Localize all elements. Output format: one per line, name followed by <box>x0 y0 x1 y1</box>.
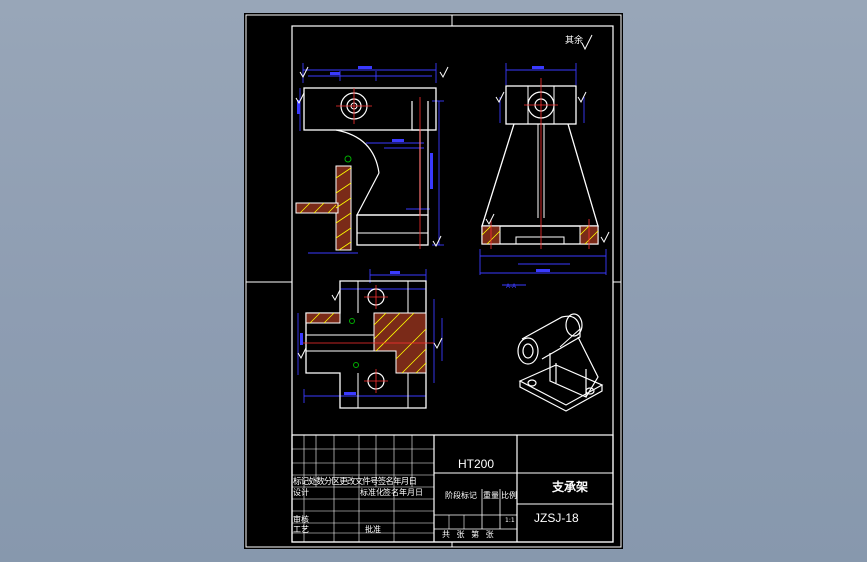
drawing-canvas: A-A <box>245 14 622 548</box>
material-label: HT200 <box>458 457 495 471</box>
part-name: 支承架 <box>552 480 589 494</box>
centering-marks <box>246 15 621 547</box>
drawing-sheet: A-A <box>244 13 623 549</box>
signature-label: 签名 <box>383 488 399 497</box>
scale-value: 1:1 <box>505 517 515 524</box>
approve-label: 批准 <box>365 525 381 534</box>
drawing-number: JZSJ-18 <box>534 511 579 525</box>
date-label: 年月日 <box>399 488 423 497</box>
process-label: 工艺 <box>293 525 309 534</box>
design-label: 设计 <box>293 488 309 497</box>
sheets-label: 共 张 第 张 <box>442 530 496 539</box>
title-header-row: 标记处数分区更改文件号签名年月日 <box>293 477 417 487</box>
front-view <box>295 63 449 254</box>
review-label: 审核 <box>293 515 309 524</box>
standardization-label: 标准化 <box>360 488 384 497</box>
top-view <box>297 269 443 409</box>
roughness-note: 其余 <box>565 36 584 46</box>
title-block <box>291 434 614 543</box>
section-label: A-A <box>506 283 517 290</box>
isometric-view <box>517 313 604 412</box>
scale-label: 比例 <box>501 491 517 500</box>
roughness-symbol <box>581 34 593 51</box>
side-view: A-A <box>479 63 610 290</box>
outer-border <box>245 14 622 548</box>
stage-mark-label: 阶段标记 <box>445 491 477 500</box>
weight-label: 重量 <box>483 491 499 500</box>
